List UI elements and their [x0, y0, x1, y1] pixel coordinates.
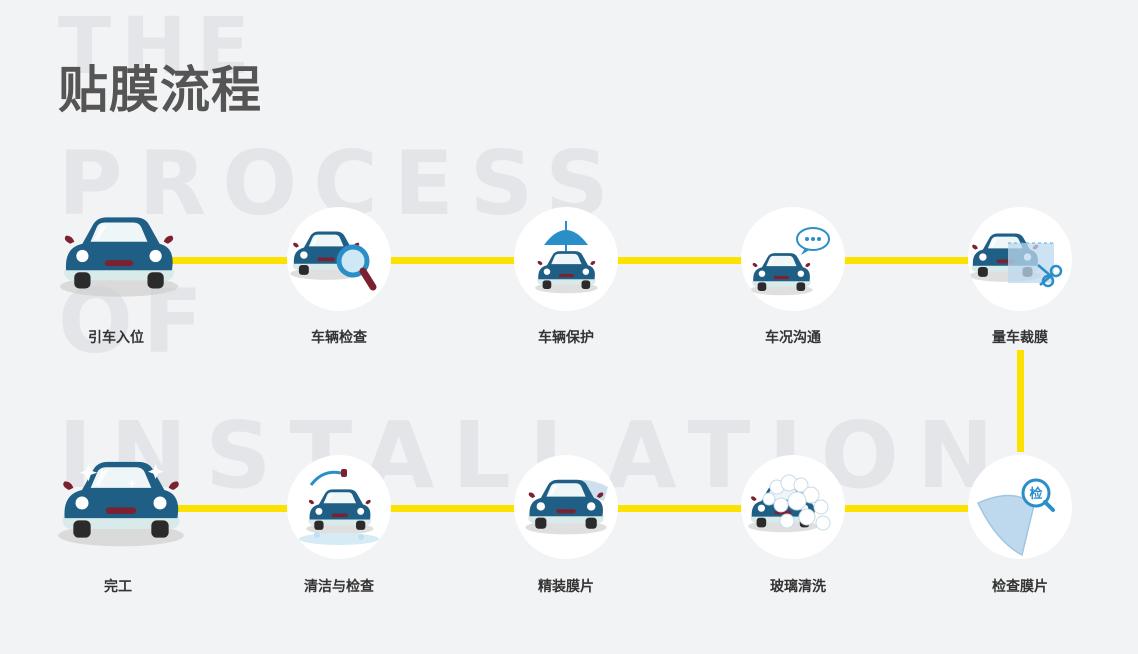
connector-line-right	[1017, 350, 1024, 452]
step-5-label: 量车裁膜	[992, 330, 1048, 346]
step-4-label: 车况沟通	[765, 330, 821, 346]
step-6-label: 检查膜片	[992, 579, 1048, 595]
step-3-label: 车辆保护	[538, 330, 594, 346]
step-1-label: 引车入位	[88, 330, 144, 346]
step-10-label: 完工	[104, 579, 132, 595]
step-8-label: 精装膜片	[538, 579, 594, 595]
bg-word-the: THE	[58, 2, 260, 92]
page-title: 贴膜流程	[58, 61, 262, 119]
step-6-film-inspect-icon: 检	[968, 455, 1072, 559]
step-1-car-icon	[58, 210, 180, 302]
step-4-car-chat-icon	[741, 207, 845, 311]
step-3-car-umbrella-icon	[514, 207, 618, 311]
step-9-car-wash-icon	[287, 455, 391, 559]
step-7-label: 玻璃清洗	[770, 579, 826, 595]
step-10-car-sparkle-icon	[56, 455, 186, 551]
step-5-car-scissors-icon	[968, 207, 1072, 311]
step-8-car-film-icon	[514, 455, 618, 559]
step-7-car-foam-icon	[741, 455, 845, 559]
step-2-car-magnifier-icon	[287, 207, 391, 311]
step-2-label: 车辆检查	[311, 330, 367, 346]
step-9-label: 清洁与检查	[304, 579, 374, 595]
inspect-badge-text: 检	[1029, 486, 1042, 502]
